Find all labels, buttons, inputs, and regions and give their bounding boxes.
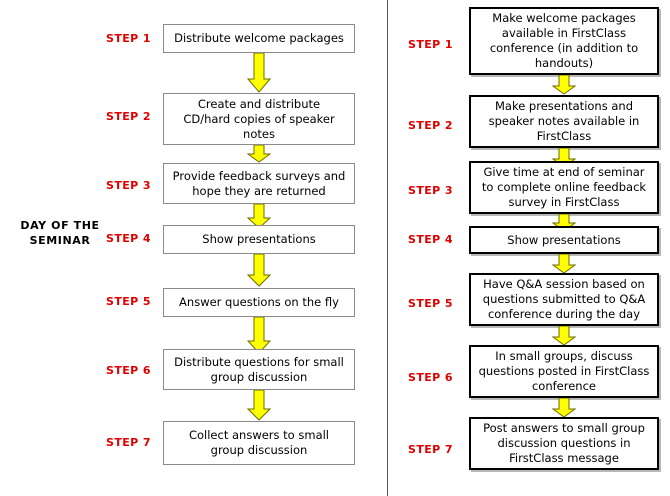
right-step-label-3: STEP 3 (408, 184, 453, 197)
left-process-box-4[interactable]: Show presentations (163, 225, 355, 254)
right-step-label-6: STEP 6 (408, 371, 453, 384)
left-process-box-2-text: Create and distribute CD/hard copies of … (183, 96, 335, 141)
panel-divider (387, 0, 388, 496)
left-process-box-5-text: Answer questions on the fly (179, 295, 339, 309)
right-step-label-2: STEP 2 (408, 119, 453, 132)
right-step-label-7: STEP 7 (408, 443, 453, 456)
right-process-box-7[interactable]: Post answers to small group discussion q… (469, 417, 659, 470)
left-process-box-6-text: Distribute questions for small group dis… (174, 354, 344, 384)
left-flow-arrow-3 (247, 204, 271, 229)
right-flow-arrow-1 (552, 75, 576, 95)
left-process-box-3-text: Provide feedback surveys and hope they a… (172, 168, 346, 198)
right-process-box-3-text: Give time at end of seminar to complete … (481, 165, 647, 209)
right-process-box-5[interactable]: Have Q&A session based on questions subm… (469, 273, 659, 326)
right-process-box-1[interactable]: Make welcome packages available in First… (469, 7, 659, 75)
left-process-box-7[interactable]: Collect answers to small group discussio… (163, 421, 355, 465)
left-step-label-4: STEP 4 (106, 232, 151, 245)
left-flow-arrow-4 (247, 254, 271, 287)
right-flow-arrow-5 (552, 326, 576, 346)
left-flow-arrow-5 (247, 317, 271, 354)
right-flow-arrow-4 (552, 254, 576, 274)
left-process-box-1-text: Distribute welcome packages (174, 31, 344, 45)
left-process-box-4-text: Show presentations (202, 232, 316, 246)
right-process-box-4[interactable]: Show presentations (469, 226, 659, 254)
right-step-label-5: STEP 5 (408, 297, 453, 310)
left-process-box-6[interactable]: Distribute questions for small group dis… (163, 349, 355, 390)
day-of-seminar-caption: DAY OF THE SEMINAR (20, 219, 100, 247)
left-flow-arrow-1 (247, 53, 271, 93)
left-process-box-2[interactable]: Create and distribute CD/hard copies of … (163, 93, 355, 145)
left-flow-arrow-2 (247, 145, 271, 163)
left-flow-arrow-6 (247, 390, 271, 421)
left-step-label-6: STEP 6 (106, 364, 151, 377)
left-step-label-2: STEP 2 (106, 110, 151, 123)
left-step-label-7: STEP 7 (106, 436, 151, 449)
left-step-label-1: STEP 1 (106, 32, 151, 45)
left-process-box-7-text: Collect answers to small group discussio… (188, 428, 330, 457)
left-step-label-3: STEP 3 (106, 179, 151, 192)
right-process-box-4-text: Show presentations (507, 232, 621, 247)
left-step-label-5: STEP 5 (106, 295, 151, 308)
right-step-label-1: STEP 1 (408, 38, 453, 51)
left-process-box-3[interactable]: Provide feedback surveys and hope they a… (163, 163, 355, 204)
right-process-box-2[interactable]: Make presentations and speaker notes ava… (469, 95, 659, 148)
right-process-box-2-text: Make presentations and speaker notes ava… (488, 99, 640, 143)
right-process-box-6-text: In small groups, discuss questions poste… (478, 349, 650, 393)
right-process-box-5-text: Have Q&A session based on questions subm… (482, 277, 646, 321)
left-process-box-5[interactable]: Answer questions on the fly (163, 288, 355, 317)
right-flow-arrow-6 (552, 398, 576, 418)
right-process-box-1-text: Make welcome packages available in First… (489, 11, 639, 70)
left-process-box-1[interactable]: Distribute welcome packages (163, 24, 355, 53)
right-step-label-4: STEP 4 (408, 233, 453, 246)
right-process-box-7-text: Post answers to small group discussion q… (483, 421, 645, 465)
right-process-box-6[interactable]: In small groups, discuss questions poste… (469, 345, 659, 398)
right-process-box-3[interactable]: Give time at end of seminar to complete … (469, 161, 659, 214)
